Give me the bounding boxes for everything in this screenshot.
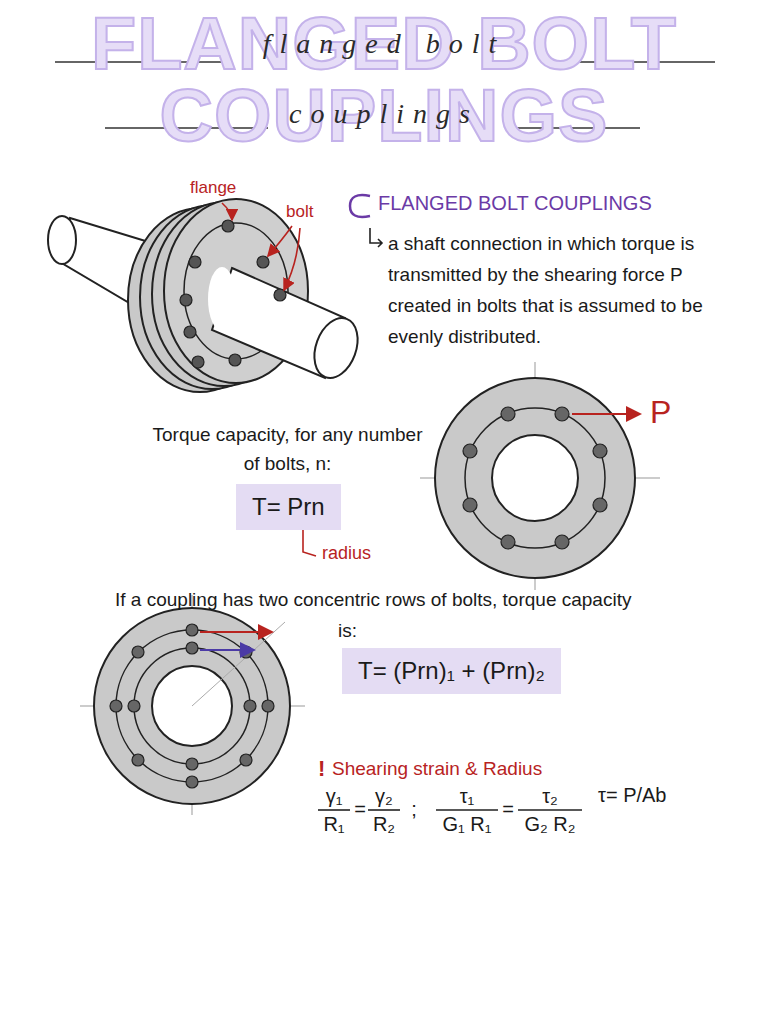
part-name: flange bbox=[190, 178, 236, 198]
force-label: P bbox=[650, 394, 671, 431]
bolt-dots bbox=[180, 220, 286, 368]
formula-symbol: γ₁ bbox=[314, 784, 354, 808]
annotation: radius bbox=[322, 543, 371, 564]
definition-text: a shaft connection in which torque is tr… bbox=[388, 228, 738, 352]
formula-symbol: τ= P/Ab bbox=[598, 784, 667, 807]
formula-box: T= (Prn)₁ + (Prn)₂ bbox=[342, 648, 561, 694]
formula-symbol: = bbox=[498, 797, 518, 821]
flange-face-single bbox=[420, 362, 660, 590]
formula-symbol: τ₁ bbox=[436, 784, 498, 808]
formula-symbol: γ₂ bbox=[364, 784, 404, 808]
section-heading: Shearing strain & Radius bbox=[332, 758, 542, 780]
flange-face-double bbox=[80, 595, 305, 815]
formula-symbol: = bbox=[350, 797, 370, 821]
coupling-drawing bbox=[48, 199, 365, 392]
note-text: Torque capacity, for any number of bolts… bbox=[150, 420, 425, 478]
script-title: couplings bbox=[200, 98, 568, 130]
formula-symbol: G₁ R₁ bbox=[432, 812, 502, 836]
formula-symbol: τ₂ bbox=[518, 784, 582, 808]
formula-text: T= (Prn)₁ + (Prn)₂ bbox=[358, 656, 545, 686]
alert-mark: ! bbox=[318, 756, 325, 782]
bullet-mark bbox=[350, 195, 370, 217]
formula-symbol: R₁ bbox=[314, 812, 354, 836]
section-heading: FLANGED BOLT COUPLINGS bbox=[378, 192, 652, 215]
script-title: flanged bolt bbox=[200, 28, 568, 60]
part-name: bolt bbox=[286, 202, 313, 222]
formula-symbol: ; bbox=[406, 797, 422, 821]
formula-symbol: R₂ bbox=[364, 812, 404, 836]
note-text: If a coupling has two concentric rows of… bbox=[115, 584, 635, 646]
formula-box: T= Prn bbox=[236, 484, 341, 530]
hook-arrow bbox=[370, 228, 382, 247]
formula-text: T= Prn bbox=[252, 492, 325, 522]
formula-symbol: G₂ R₂ bbox=[514, 812, 586, 836]
